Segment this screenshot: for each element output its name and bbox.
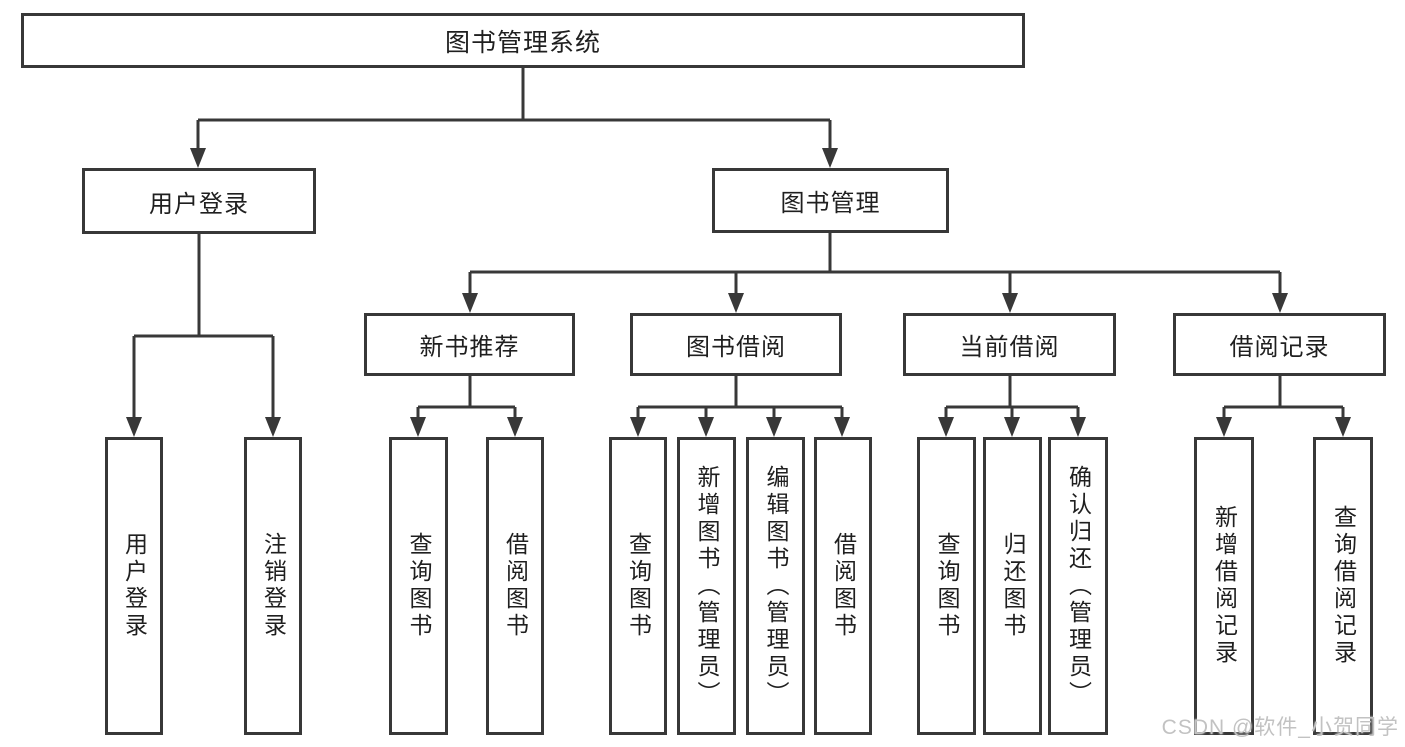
leaf-return-book: 归还图书	[983, 437, 1042, 735]
leaf-borrow-book-1: 借阅图书	[486, 437, 544, 735]
leaf-edit-book-admin: 编辑图书（管理员）	[746, 437, 805, 735]
leaf-query-book-2: 查询图书	[609, 437, 667, 735]
csdn-watermark: CSDN @软件_小贺同学	[1161, 716, 1399, 739]
node-user-login: 用户登录	[82, 168, 316, 234]
node-borrow-records: 借阅记录	[1173, 313, 1386, 376]
leaf-add-borrow-record: 新增借阅记录	[1194, 437, 1254, 735]
leaf-confirm-return-admin: 确认归还（管理员）	[1048, 437, 1108, 735]
leaf-query-book-3: 查询图书	[917, 437, 976, 735]
node-current-borrow: 当前借阅	[903, 313, 1116, 376]
leaf-borrow-book-2: 借阅图书	[814, 437, 872, 735]
node-book-management: 图书管理	[712, 168, 949, 233]
leaf-query-book-1: 查询图书	[389, 437, 448, 735]
leaf-user-login: 用户登录	[105, 437, 163, 735]
node-book-borrow: 图书借阅	[630, 313, 842, 376]
node-root-system: 图书管理系统	[21, 13, 1025, 68]
leaf-add-book-admin: 新增图书（管理员）	[677, 437, 736, 735]
arrowheads	[126, 148, 1351, 437]
node-new-book-recommend: 新书推荐	[364, 313, 575, 376]
leaf-query-borrow-record: 查询借阅记录	[1313, 437, 1373, 735]
leaf-logout: 注销登录	[244, 437, 302, 735]
